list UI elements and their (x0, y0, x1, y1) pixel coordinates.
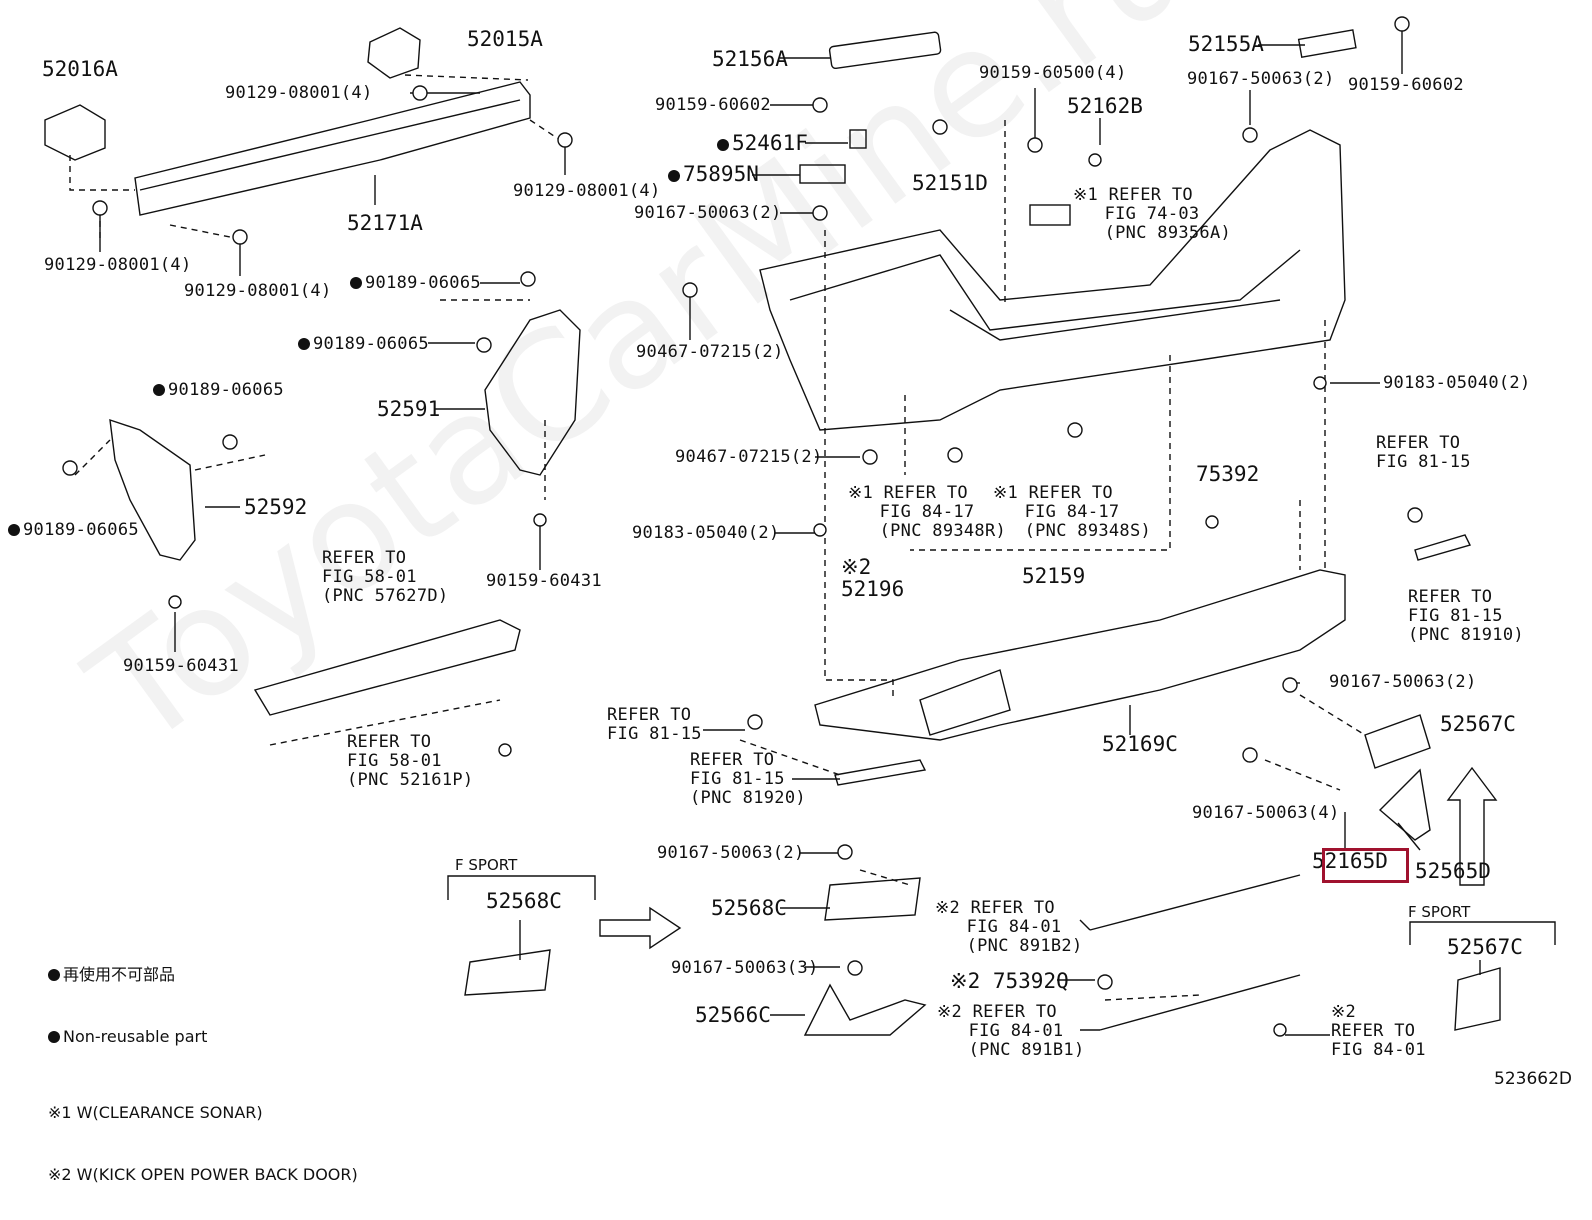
part-label-90183a: 90183-05040(2) (1383, 373, 1531, 393)
part-label-90183b: 90183-05040(2) (632, 523, 780, 543)
part-label-52016a: 52016A (42, 57, 118, 81)
part-label-90167b: 90167-50063(2) (1187, 69, 1335, 89)
bracket-52016a (44, 104, 106, 161)
legend: 再使用不可部品 Non-reusable part ※1 W(CLEARANCE… (48, 930, 358, 1220)
part-label-90129b: 90129-08001(4) (513, 181, 661, 201)
legend-dot-en: Non-reusable part (48, 1028, 358, 1046)
garnish-52566c (803, 983, 927, 1036)
part-label-52461f: 52461F (717, 132, 808, 154)
bracket-52156a (828, 31, 942, 70)
part-label-52591: 52591 (377, 397, 441, 421)
diagram-artwork (44, 16, 1556, 1037)
part-label-52568ca: 52568C (486, 889, 562, 913)
part-label-refer8417b: ※1 REFER TO FIG 84-17 (PNC 89348S) (993, 483, 1152, 541)
part-label-90189d: 90189-06065 (8, 521, 139, 540)
f-sport-label: F SPORT (1408, 903, 1471, 921)
part-label-90167e: 90167-50063(2) (657, 843, 805, 863)
part-label-90467a: 90467-07215(2) (636, 342, 784, 362)
parts-diagram: ToyotaCarMine.ru (0, 0, 1592, 1099)
reflector-81910 (1414, 534, 1472, 561)
reflector-81920 (834, 759, 927, 786)
legend-note-1: ※1 W(CLEARANCE SONAR) (48, 1103, 263, 1122)
clip-52461f (849, 129, 867, 149)
part-label-52151d: 52151D (912, 171, 988, 195)
part-label-90189c: 90189-06065 (153, 381, 284, 400)
part-label-90167f: 90167-50063(3) (671, 958, 819, 978)
highlight-box (1322, 848, 1409, 883)
bracket-57627d (253, 619, 521, 716)
part-label-90467b: 90467-07215(2) (675, 447, 823, 467)
part-label-refer5801a: REFER TO FIG 58-01 (PNC 57627D) (322, 548, 449, 606)
part-label-90167c: 90167-50063(2) (1329, 672, 1477, 692)
part-label-52566c: 52566C (695, 1003, 771, 1027)
part-label-90159-60500: 90159-60500(4) (979, 63, 1127, 83)
part-label-refer8417a: ※1 REFER TO FIG 84-17 (PNC 89348R) (848, 483, 1007, 541)
part-label-90129a: 90129-08001(4) (225, 83, 373, 103)
absorber-52591 (484, 309, 581, 476)
part-label-52162b: 52162B (1067, 94, 1143, 118)
part-label-90159-60431b: 90159-60431 (123, 656, 239, 676)
arrow-up (1446, 766, 1498, 886)
part-label-52592: 52592 (244, 495, 308, 519)
part-label-52171a: 52171A (347, 211, 423, 235)
legend-note-2: ※2 W(KICK OPEN POWER BACK DOOR) (48, 1165, 358, 1184)
part-label-refer8115b: REFER TO FIG 81-15 (PNC 81910) (1408, 587, 1524, 645)
sensor-wire-891b1 (1099, 974, 1301, 1031)
part-label-90129c: 90129-08001(4) (44, 255, 192, 275)
part-label-75392: 75392 (1196, 462, 1260, 486)
f-sport-label: F SPORT (455, 856, 518, 874)
part-label-refer8115c: REFER TO FIG 81-15 (607, 705, 702, 744)
part-label-90159-60602b: 90159-60602 (1348, 75, 1464, 95)
part-label-refer8115d: REFER TO FIG 81-15 (PNC 81920) (690, 750, 806, 808)
part-label-52155a: 52155A (1188, 32, 1264, 56)
grille-52567c-fsport (1454, 967, 1501, 1031)
bracket-52015a (367, 27, 421, 79)
part-label-90159-60602a: 90159-60602 (655, 95, 771, 115)
part-label-90159-60431a: 90159-60431 (486, 571, 602, 591)
sensor-wire-891b2 (1089, 874, 1301, 931)
part-label-refer8115a: REFER TO FIG 81-15 (1376, 433, 1471, 472)
part-label-52567cb: 52567C (1447, 935, 1523, 959)
diagram-code: 523662D (1494, 1069, 1572, 1089)
grille-52568c-fsport (464, 949, 551, 996)
part-label-75895n: 75895N (668, 163, 759, 185)
bracket-52155a (1297, 29, 1357, 59)
part-label-52568cb: 52568C (711, 896, 787, 920)
part-label-90167d: 90167-50063(4) (1192, 803, 1340, 823)
part-label-52567ca: 52567C (1440, 712, 1516, 736)
part-label-52165d: 52165D (1312, 849, 1388, 873)
moulding-52565d (1378, 768, 1431, 841)
part-label-refer5801b: REFER TO FIG 58-01 (PNC 52161P) (347, 732, 474, 790)
part-label-52156a: 52156A (712, 47, 788, 71)
pad-75895n (799, 164, 846, 184)
part-label-52565d: 52565D (1415, 859, 1491, 883)
bumper-cover (759, 129, 1346, 431)
legend-dot-jp: 再使用不可部品 (48, 966, 358, 984)
part-label-52159: 52159 (1022, 564, 1086, 588)
arrow-fsport (599, 906, 682, 950)
part-label-90189a: 90189-06065 (350, 274, 481, 293)
part-label-refer7403: ※1 REFER TO FIG 74-03 (PNC 89356A) (1073, 185, 1232, 243)
part-label-52015a: 52015A (467, 27, 543, 51)
part-label-75392q: ※2 75392Q (950, 969, 1069, 993)
part-label-refer8401: ※2 REFER TO FIG 84-01 (1331, 1002, 1426, 1060)
part-label-refer891b2: ※2 REFER TO FIG 84-01 (PNC 891B2) (935, 898, 1083, 956)
part-label-52169c: 52169C (1102, 732, 1178, 756)
reinforcement-beam (134, 81, 531, 216)
garnish-52567c (1364, 714, 1431, 769)
diffuser-52169c (814, 569, 1346, 741)
part-label-90189b: 90189-06065 (298, 335, 429, 354)
part-label-90167a: 90167-50063(2) (634, 203, 782, 223)
part-label-90129d: 90129-08001(4) (184, 281, 332, 301)
part-label-refer891b1: ※2 REFER TO FIG 84-01 (PNC 891B1) (937, 1002, 1085, 1060)
label-plate (1029, 204, 1071, 226)
absorber-52592 (109, 418, 196, 561)
part-label-52196: ※2 52196 (841, 555, 905, 601)
